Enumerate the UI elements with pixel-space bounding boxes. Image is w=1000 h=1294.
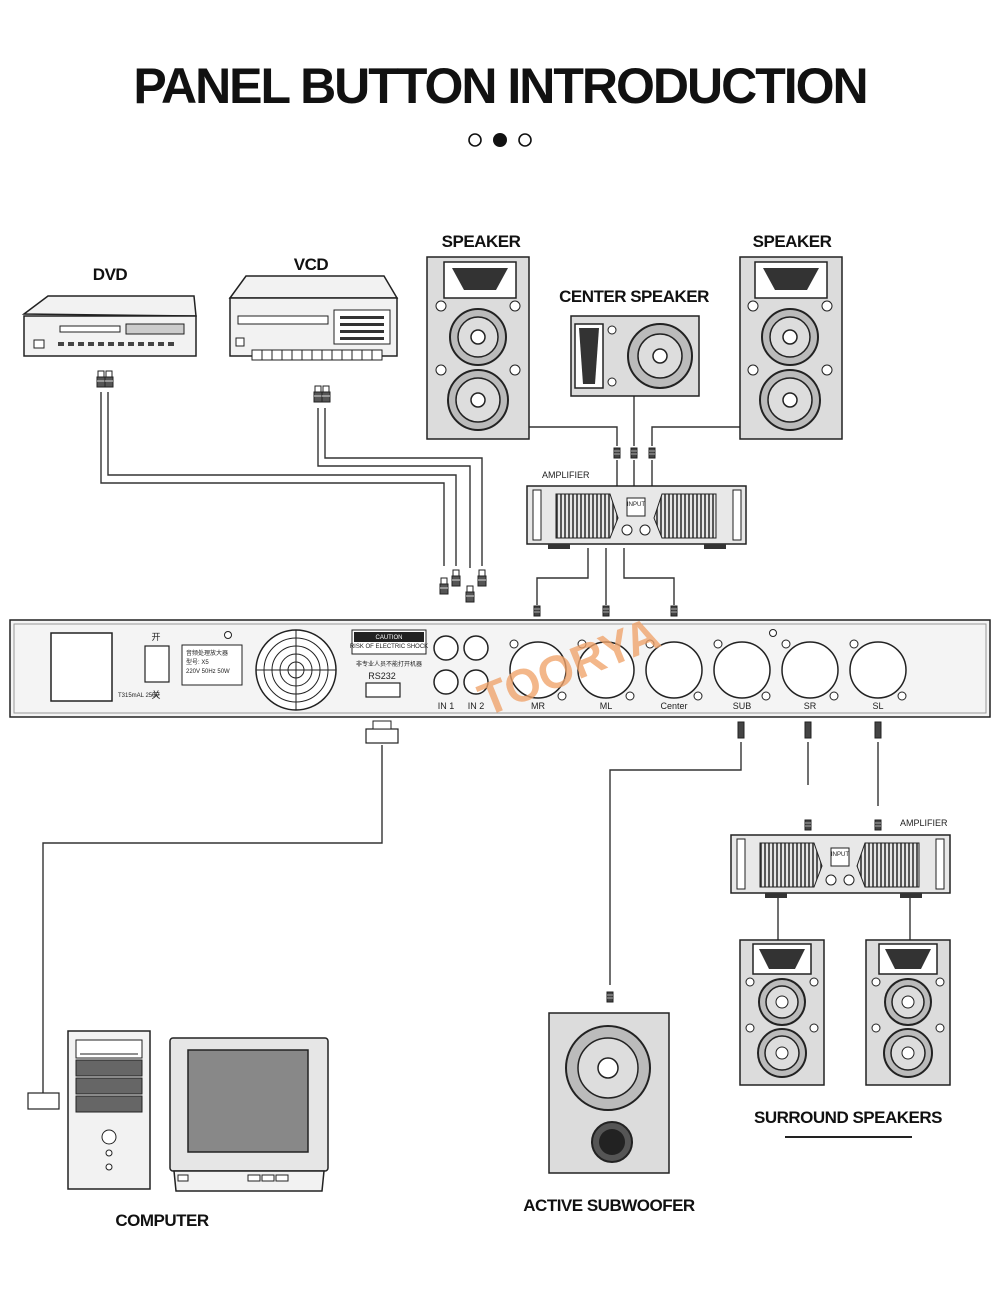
main-amplifier: AMPLIFIER INPUT <box>526 470 747 549</box>
center-speaker-label: CENTER SPEAKER <box>559 287 709 306</box>
speaker-right: SPEAKER <box>739 232 843 440</box>
surround-amplifier-label: AMPLIFIER <box>900 818 948 828</box>
surround-speaker-right <box>865 939 951 1086</box>
amp-badge: INPUT <box>627 502 645 508</box>
caution-sub: RISK OF ELECTRIC SHOCK <box>350 644 428 650</box>
computer-label: COMPUTER <box>115 1211 209 1230</box>
main-amplifier-label: AMPLIFIER <box>542 470 590 480</box>
power-inlet[interactable] <box>50 632 113 702</box>
output-sr[interactable]: SR <box>781 639 839 711</box>
surround-amp-badge: INPUT <box>831 852 849 858</box>
caution-cn: 非专业人员不能打开机器 <box>356 660 422 668</box>
output-mr-label: MR <box>531 701 545 711</box>
output-sr-label: SR <box>804 701 817 711</box>
power-switch[interactable] <box>144 645 170 683</box>
speaker-right-label: SPEAKER <box>753 232 832 251</box>
fan-grille <box>255 629 337 711</box>
output-sl-label: SL <box>872 701 883 711</box>
vcd-player: VCD <box>228 255 399 403</box>
speaker-connectors <box>613 447 656 459</box>
pager-dots <box>468 133 532 147</box>
caution-label: CAUTION <box>376 635 403 641</box>
output-center[interactable]: Center <box>645 639 703 711</box>
in1-jack[interactable] <box>433 669 459 695</box>
pager-dot[interactable] <box>468 133 482 147</box>
in2-top-jack[interactable] <box>463 635 489 661</box>
rs232-plug <box>365 720 399 744</box>
dvd-label: DVD <box>93 265 128 284</box>
rs232-port[interactable] <box>365 682 401 698</box>
output-center-label: Center <box>660 701 687 711</box>
output-ml[interactable]: ML <box>577 639 635 711</box>
in2-jack[interactable] <box>463 669 489 695</box>
pager-dot-active[interactable] <box>493 133 507 147</box>
in1-top-jack[interactable] <box>433 635 459 661</box>
rs232-label: RS232 <box>368 671 396 681</box>
center-speaker: CENTER SPEAKER <box>559 287 710 397</box>
active-subwoofer-label: ACTIVE SUBWOOFER <box>523 1196 695 1215</box>
spec-line-3: 220V 50Hz 50W <box>186 669 230 675</box>
output-sl[interactable]: SL <box>849 639 907 711</box>
spec-line-2: 型号: X5 <box>186 658 209 666</box>
power-off-label: 关 <box>151 689 160 700</box>
speaker-left: SPEAKER <box>426 232 530 440</box>
surround-amplifier: AMPLIFIER INPUT <box>730 818 951 898</box>
surround-speaker-left <box>739 939 825 1086</box>
speaker-left-label: SPEAKER <box>442 232 521 251</box>
computer <box>27 1030 329 1192</box>
power-on-label: 开 <box>151 632 160 642</box>
page-title: PANEL BUTTON INTRODUCTION <box>133 58 866 114</box>
active-subwoofer <box>548 991 670 1174</box>
output-ml-label: ML <box>600 701 613 711</box>
output-sub[interactable]: SUB <box>713 639 771 711</box>
pager-dot[interactable] <box>518 133 532 147</box>
processor-rear-panel: T315mAL 250V 开 关 音频处理放大器 型号: X5 220V 50H… <box>9 619 991 718</box>
fuse-label: T315mAL 250V <box>118 693 159 699</box>
cables <box>42 392 911 1093</box>
vcd-label: VCD <box>294 255 329 274</box>
spec-line-1: 音频处理放大器 <box>186 649 228 657</box>
output-sub-label: SUB <box>733 701 752 711</box>
output-mr[interactable]: MR <box>509 639 567 711</box>
in1-label: IN 1 <box>438 701 455 711</box>
in2-label: IN 2 <box>468 701 485 711</box>
surround-speakers-label: SURROUND SPEAKERS <box>754 1108 942 1127</box>
output-plugs <box>737 721 882 739</box>
dvd-player: DVD <box>21 265 197 388</box>
